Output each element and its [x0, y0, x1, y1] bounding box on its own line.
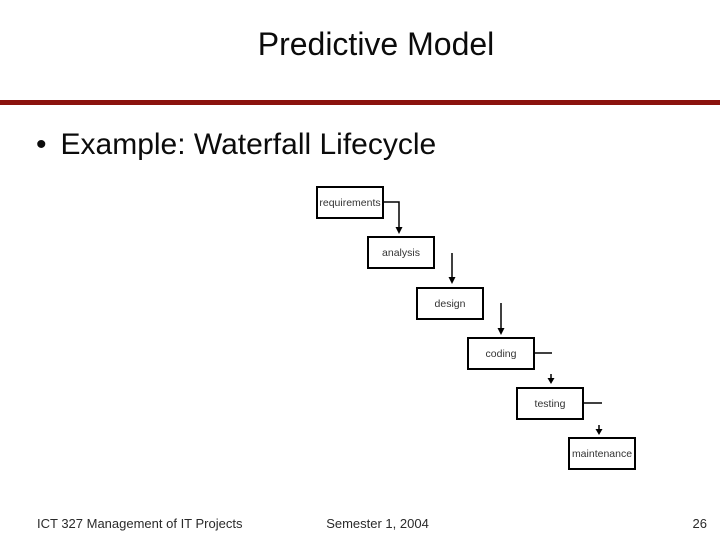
flow-box-testing: testing [516, 387, 584, 420]
arrowhead-coding [497, 328, 505, 335]
flow-box-requirements: requirements [316, 186, 384, 219]
title-divider-rule [0, 100, 720, 105]
footer-page-number: 26 [692, 516, 707, 531]
connector-requirements-analysis [384, 201, 400, 228]
flow-box-coding: coding [467, 337, 535, 370]
bullet-item: • Example: Waterfall Lifecycle [36, 129, 436, 161]
bullet-text: Example: Waterfall Lifecycle [60, 128, 437, 161]
flow-box-design: design [416, 287, 484, 320]
bullet-marker: • [36, 128, 47, 161]
arrowhead-maintenance [595, 429, 603, 435]
arrowhead-design [448, 277, 456, 284]
arrowhead-analysis [395, 227, 403, 234]
arrowhead-testing [547, 378, 555, 384]
flow-box-maintenance: maintenance [568, 437, 636, 470]
flow-box-analysis: analysis [367, 236, 435, 269]
footer-semester: Semester 1, 2004 [326, 516, 429, 531]
footer-course: ICT 327 Management of IT Projects [37, 516, 243, 531]
slide-title: Predictive Model [257, 26, 495, 62]
